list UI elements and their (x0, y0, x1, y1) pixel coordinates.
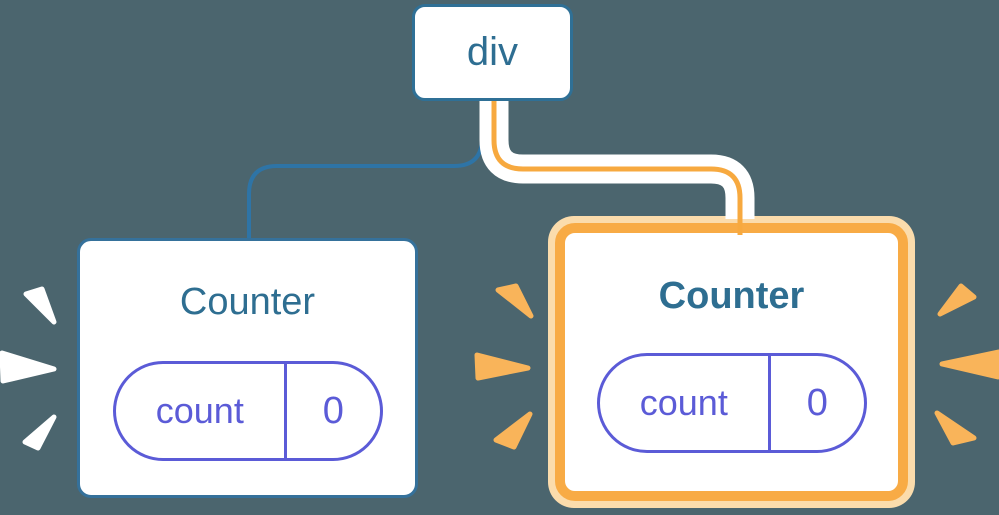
burst-ray (474, 352, 531, 381)
state-key: count (116, 364, 288, 458)
burst-ray (939, 349, 999, 380)
state-pill: count 0 (596, 353, 867, 453)
root-node-label: div (466, 30, 519, 74)
state-key: count (600, 356, 772, 450)
burst-ray (23, 286, 57, 325)
counter-card-right-highlight-ring: Counter count 0 (548, 216, 915, 508)
counter-title: Counter (179, 281, 316, 323)
connector-line-to-left-counter (247, 101, 484, 241)
burst-ray (22, 414, 57, 451)
state-pill: count 0 (112, 361, 383, 461)
burst-ray (493, 411, 533, 450)
burst-ray (934, 410, 977, 446)
root-div-node: div (412, 4, 573, 101)
state-value: 0 (322, 389, 344, 432)
burst-ray (495, 283, 534, 319)
state-value: 0 (806, 381, 828, 424)
burst-rays-left-counter (0, 286, 57, 451)
burst-ray (0, 350, 57, 384)
connector-line-to-right-counter (491, 99, 743, 235)
counter-title: Counter (658, 275, 805, 317)
counter-card-left: Counter count 0 (77, 238, 418, 498)
burst-ray (937, 283, 977, 317)
connector-outline-to-right-counter (479, 99, 755, 219)
counter-card-right: Counter count 0 (555, 223, 908, 501)
